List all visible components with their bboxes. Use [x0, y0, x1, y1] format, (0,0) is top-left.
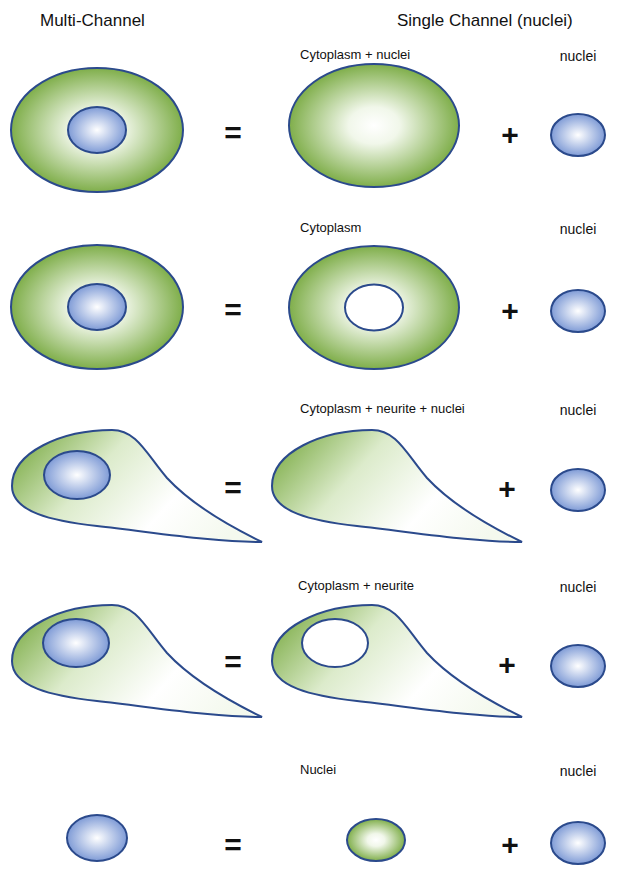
neuron-figure [12, 430, 262, 542]
nucleus-shape: nuclei [550, 289, 606, 333]
equals-sign: = [224, 473, 242, 503]
equals-sign: = [224, 295, 242, 325]
equals-sign: = [224, 647, 242, 677]
shape-heading: Cytoplasm + neurite [298, 579, 414, 594]
nucleus-shape: nuclei [550, 113, 606, 157]
shape-heading: nuclei [560, 48, 597, 64]
neuron-figure [12, 605, 262, 717]
shape-heading: Cytoplasm [300, 221, 361, 236]
nucleus-shape: Nuclei [346, 818, 406, 862]
cell-shape: Cytoplasm + neurite + nuclei [272, 430, 524, 545]
cell-shape: Cytoplasm [288, 245, 460, 370]
nucleus-shape: nuclei [550, 644, 606, 688]
plus-sign: + [501, 296, 519, 326]
shape-outline [346, 818, 406, 862]
equals-sign: = [224, 118, 242, 148]
shape-heading: nuclei [560, 221, 597, 237]
plus-sign: + [498, 474, 516, 504]
equals-sign: = [224, 830, 242, 860]
shape-heading: Cytoplasm + neurite + nuclei [300, 402, 465, 417]
shape-outline [272, 605, 524, 720]
column-header: Single Channel (nuclei) [397, 11, 573, 31]
shape-outline [288, 245, 460, 370]
nucleus-shape: nuclei [550, 821, 606, 865]
cell-shape: Cytoplasm + nuclei [288, 63, 460, 188]
cell-figure [11, 68, 183, 192]
shape-heading: Nuclei [300, 763, 336, 778]
shape-outline [550, 113, 606, 157]
shape-heading: nuclei [560, 579, 597, 595]
shape-heading: nuclei [560, 763, 597, 779]
nucleus-figure [67, 815, 127, 861]
shape-outline [288, 63, 460, 188]
shape-outline [550, 821, 606, 865]
plus-sign: + [501, 120, 519, 150]
nucleus-figure [68, 284, 126, 330]
shape-outline [550, 644, 606, 688]
shape-outline [550, 468, 606, 512]
nucleus-figure [68, 107, 126, 153]
nucleus-shape: nuclei [550, 468, 606, 512]
cell-shape: Cytoplasm + neurite [272, 605, 524, 720]
shape-heading: nuclei [560, 402, 597, 418]
plus-sign: + [498, 650, 516, 680]
shape-outline [272, 430, 524, 545]
plus-sign: + [501, 830, 519, 860]
shape-outline [550, 289, 606, 333]
cell-figure [11, 245, 183, 369]
shape-heading: Cytoplasm + nuclei [300, 48, 410, 63]
column-header: Multi-Channel [40, 11, 145, 31]
